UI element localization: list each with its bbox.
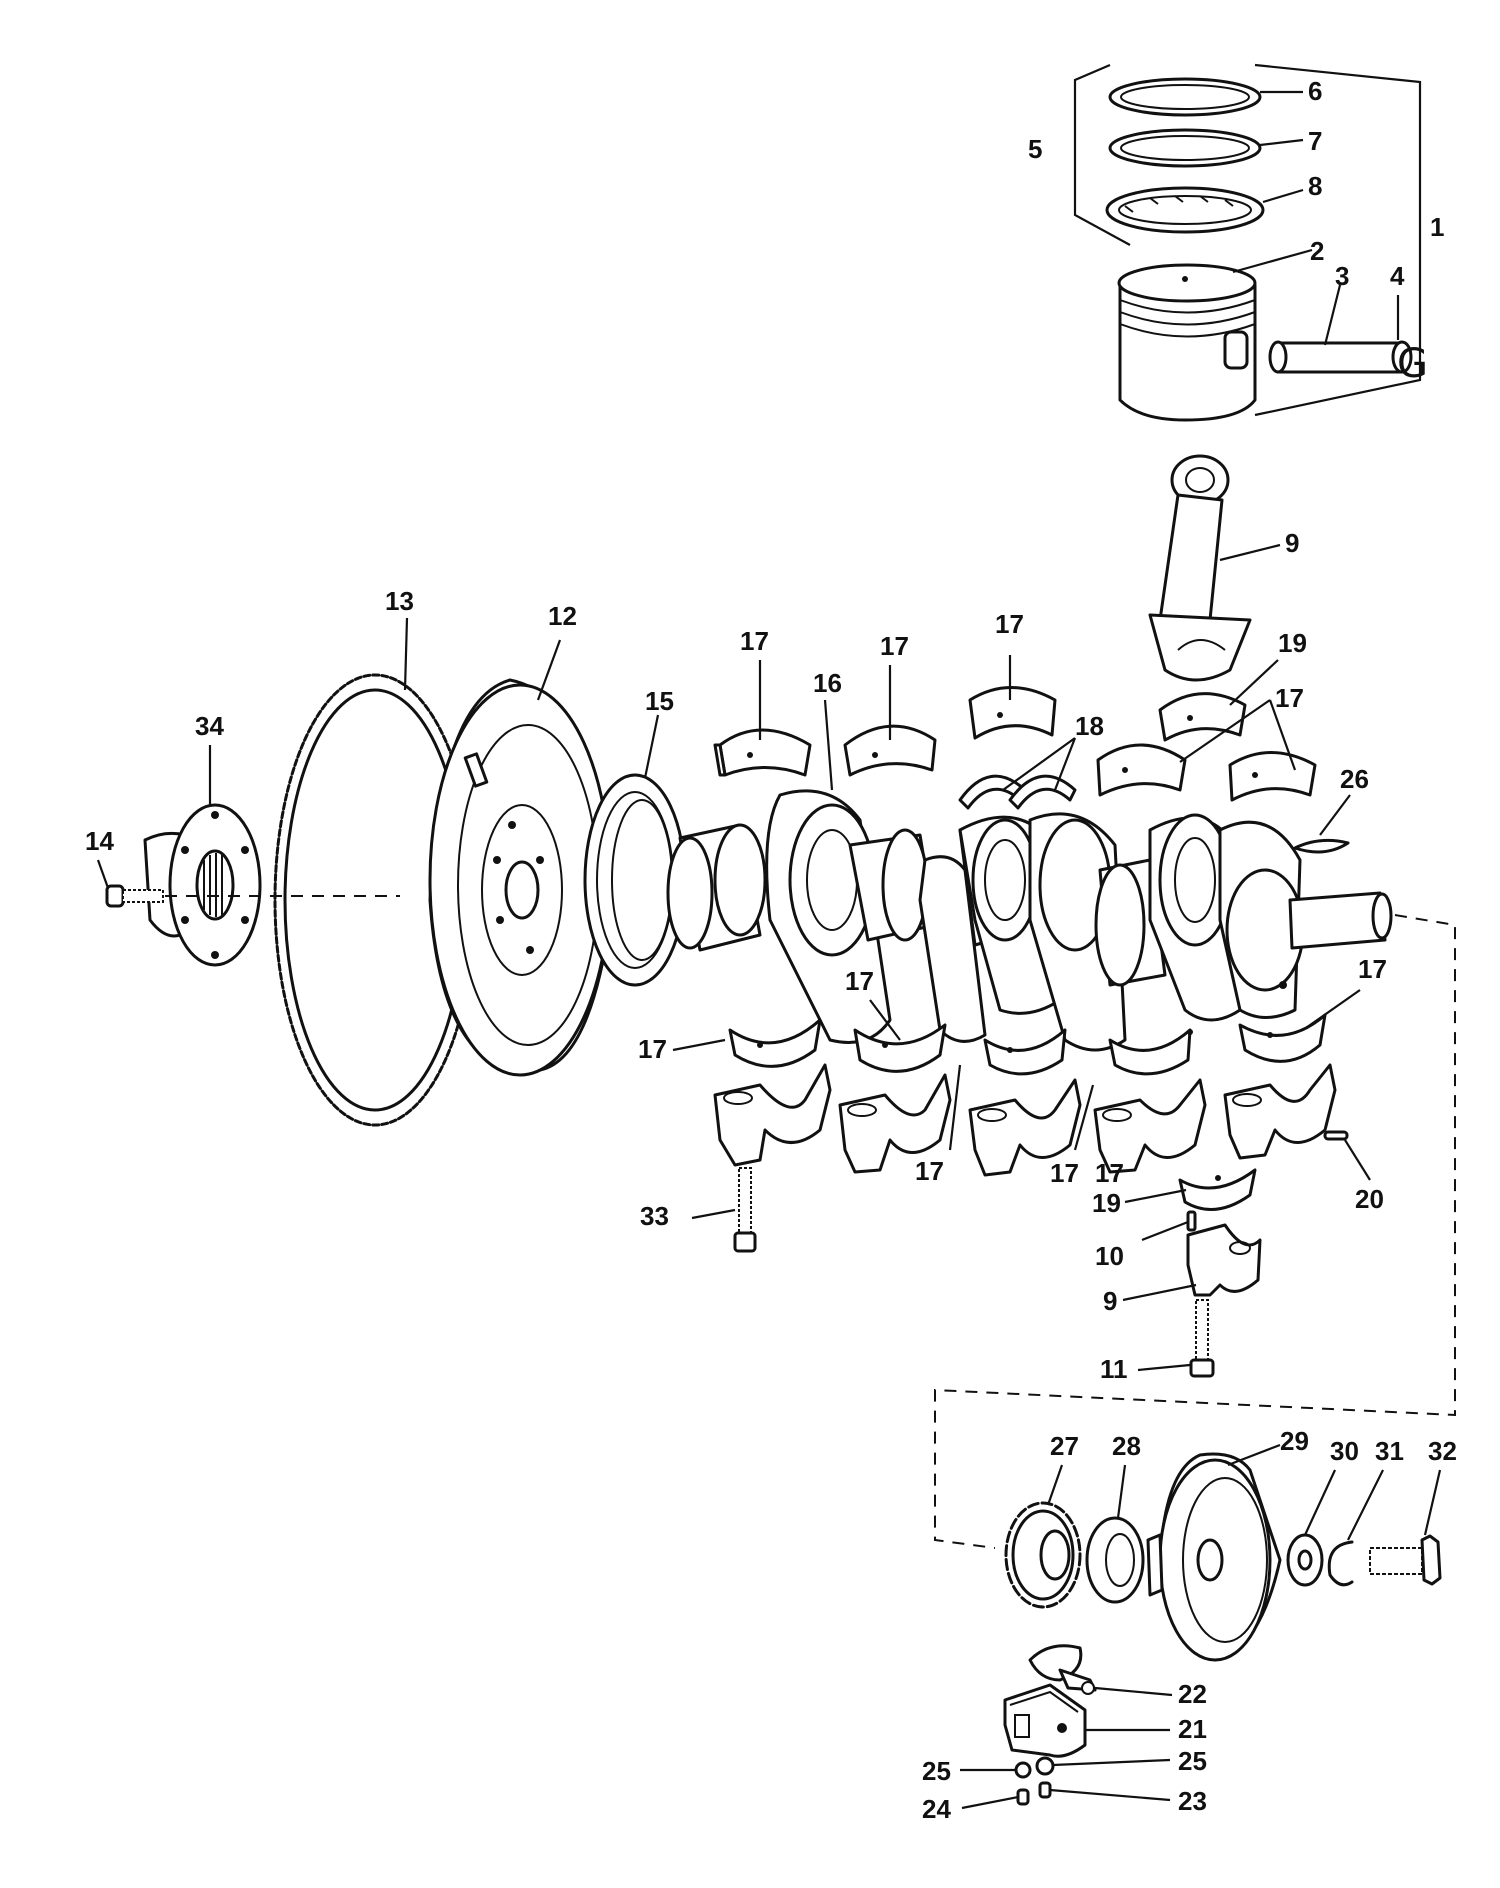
connecting-rod-cap: [1186, 1223, 1262, 1297]
callout-28: 28: [1112, 1431, 1141, 1461]
callout-24: 24: [922, 1794, 951, 1824]
rear-oil-seal: [583, 773, 687, 987]
callout-18: 18: [1075, 711, 1104, 741]
flange-bolt: [105, 884, 164, 908]
callout-32: 32: [1428, 1436, 1457, 1466]
main-bearing-cap-5: [1223, 1063, 1337, 1160]
callout-14: 14: [85, 826, 114, 856]
pump-coupling: [1028, 1644, 1097, 1695]
upper-main-bearing-4: [1096, 743, 1187, 797]
pump-bolts: [1016, 1781, 1052, 1806]
piston: [1117, 263, 1257, 422]
lock-washer: [1327, 1540, 1354, 1587]
callout-17-g: 17: [638, 1034, 667, 1064]
callout-labels: 1 2 3 4 5 6 7 8 9 9 10 11 12 13 14 15 16…: [85, 76, 1457, 1824]
compression-ring-second: [1108, 128, 1262, 168]
callout-17-h: 17: [915, 1156, 944, 1186]
callout-3: 3: [1335, 261, 1349, 291]
piston-pin: [1268, 340, 1413, 374]
callout-25-left: 25: [922, 1756, 951, 1786]
main-bearing-bolt: [733, 1167, 757, 1253]
callout-10: 10: [1095, 1241, 1124, 1271]
main-bearing-cap-3: [968, 1078, 1082, 1177]
crankshaft-gear: [1004, 1501, 1082, 1609]
callout-23: 23: [1178, 1786, 1207, 1816]
callout-27: 27: [1050, 1431, 1079, 1461]
main-bearing-cap-2: [838, 1073, 952, 1174]
upper-rod-bearing: [1158, 692, 1247, 742]
snap-ring-glyph: G: [1397, 341, 1428, 387]
leader-lines: [96, 90, 1442, 1810]
woodruff-key: [1293, 838, 1350, 854]
crankshaft-flange: [143, 803, 262, 967]
callout-34: 34: [195, 711, 224, 741]
flywheel-ring-gear: [273, 673, 477, 1127]
callout-4: 4: [1390, 261, 1405, 291]
callout-5: 5: [1028, 134, 1042, 164]
upper-main-bearing-3: [968, 686, 1057, 740]
pulley-washer: [1286, 1533, 1324, 1587]
thrust-washers: [958, 774, 1077, 810]
lower-main-bearing-3: [983, 1028, 1067, 1076]
lower-main-bearing-1: [728, 1018, 822, 1068]
callout-17-f: 17: [845, 966, 874, 996]
callout-15: 15: [645, 686, 674, 716]
callout-25-right: 25: [1178, 1746, 1207, 1776]
callout-9-lower: 9: [1103, 1286, 1117, 1316]
upper-main-bearing-5: [1228, 751, 1317, 802]
main-bearing-cap-1: [713, 1063, 832, 1167]
lower-main-bearing-5: [1238, 1013, 1327, 1063]
callout-16: 16: [813, 668, 842, 698]
dowel-pin: [1323, 1130, 1349, 1141]
oil-pump-body: [1003, 1683, 1087, 1758]
oil-slinger: [1085, 1516, 1145, 1604]
alignment-line-front: [934, 914, 1456, 1549]
lower-main-bearing-2: [853, 1023, 947, 1073]
callout-26: 26: [1340, 764, 1369, 794]
callout-30: 30: [1330, 1436, 1359, 1466]
rod-bolt: [1189, 1299, 1215, 1378]
callout-13: 13: [385, 586, 414, 616]
oil-control-ring: [1105, 186, 1265, 234]
lower-main-bearing-4: [1108, 1028, 1193, 1076]
upper-main-bearing-1: [713, 728, 812, 777]
callout-20: 20: [1355, 1184, 1384, 1214]
callout-6: 6: [1308, 76, 1322, 106]
pump-washers: [1014, 1756, 1055, 1779]
callout-21: 21: [1178, 1714, 1207, 1744]
callout-17-b: 17: [880, 631, 909, 661]
callout-31: 31: [1375, 1436, 1404, 1466]
connecting-rod-upper: [1148, 454, 1252, 682]
callout-11: 11: [1100, 1354, 1128, 1384]
compression-ring-top: [1108, 77, 1262, 117]
callout-19-upper: 19: [1278, 628, 1307, 658]
piston-assembly: G: [1073, 63, 1428, 422]
callout-17-j: 17: [1095, 1158, 1124, 1188]
callout-17-d: 17: [1275, 683, 1304, 713]
callout-22: 22: [1178, 1679, 1207, 1709]
pulley-bolt: [1369, 1534, 1442, 1586]
callout-33: 33: [640, 1201, 669, 1231]
callout-17-i: 17: [1050, 1158, 1079, 1188]
main-bearing-cap-4: [1093, 1078, 1207, 1174]
lower-rod-bearing: [1178, 1168, 1257, 1212]
callout-2: 2: [1310, 236, 1324, 266]
callout-19-lower: 19: [1092, 1188, 1121, 1218]
callout-12: 12: [548, 601, 577, 631]
callout-9-upper: 9: [1285, 528, 1299, 558]
callout-17-c: 17: [995, 609, 1024, 639]
rod-dowel: [1186, 1210, 1197, 1232]
crankshaft: [666, 789, 1393, 1052]
callout-1: 1: [1430, 212, 1444, 242]
callout-17-a: 17: [740, 626, 769, 656]
callout-8: 8: [1308, 171, 1322, 201]
crankshaft-pulley: [1146, 1452, 1282, 1662]
upper-main-bearing-2: [843, 724, 937, 777]
callout-7: 7: [1308, 126, 1322, 156]
callout-29: 29: [1280, 1426, 1309, 1456]
callout-17-e: 17: [1358, 954, 1387, 984]
flywheel: [428, 678, 612, 1077]
